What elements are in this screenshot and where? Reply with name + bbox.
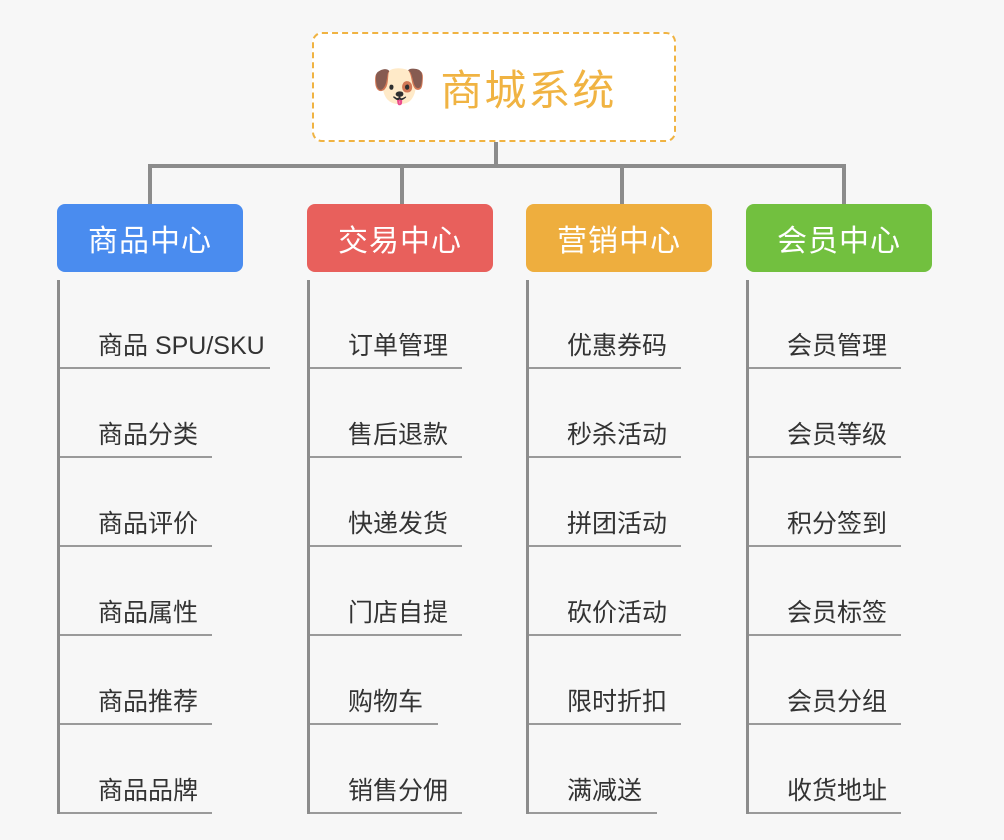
branch-交易中心: 交易中心 订单管理 售后退款 快递发货 门店自提 购物车 xyxy=(307,204,493,814)
leaf-label: 商品品牌 xyxy=(98,777,199,805)
branch-header-label-0: 商品中心 xyxy=(88,225,212,258)
leaf-label: 会员管理 xyxy=(787,332,888,360)
list-item[interactable]: 商品评价 xyxy=(60,458,243,547)
branch-header-0[interactable]: 商品中心 xyxy=(57,204,243,272)
branch-商品中心: 商品中心 商品 SPU/SKU 商品分类 商品评价 商品属性 商品推荐 xyxy=(57,204,270,814)
root-node-title: 商城系统 xyxy=(440,66,617,114)
list-item[interactable]: 商品推荐 xyxy=(60,636,243,725)
leaf-underline xyxy=(529,812,657,814)
list-item[interactable]: 砍价活动 xyxy=(529,547,712,636)
leaf-underline xyxy=(749,723,901,725)
branch-header-3[interactable]: 会员中心 xyxy=(746,204,932,272)
leaf-label: 收货地址 xyxy=(787,777,888,805)
leaf-underline xyxy=(529,367,681,369)
leaf-label: 商品 SPU/SKU xyxy=(98,332,265,360)
list-item[interactable]: 订单管理 xyxy=(310,280,493,369)
branch-header-2[interactable]: 营销中心 xyxy=(526,204,712,272)
leaf-underline xyxy=(310,456,462,458)
list-item[interactable]: 销售分佣 xyxy=(310,725,493,814)
leaf-underline xyxy=(749,812,901,814)
leaf-label: 销售分佣 xyxy=(348,777,449,805)
leaf-underline xyxy=(749,634,901,636)
leaf-label: 商品属性 xyxy=(98,599,199,627)
list-item[interactable]: 秒杀活动 xyxy=(529,369,712,458)
branch-items-3: 会员管理 会员等级 积分签到 会员标签 会员分组 收货地址 xyxy=(746,280,932,814)
leaf-underline xyxy=(749,456,901,458)
leaf-label: 积分签到 xyxy=(787,510,888,538)
branch-header-1[interactable]: 交易中心 xyxy=(307,204,493,272)
leaf-label: 拼团活动 xyxy=(567,510,668,538)
branch-items-0: 商品 SPU/SKU 商品分类 商品评价 商品属性 商品推荐 商品品牌 xyxy=(57,280,270,814)
leaf-label: 商品分类 xyxy=(98,421,199,449)
list-item[interactable]: 会员分组 xyxy=(749,636,932,725)
leaf-label: 秒杀活动 xyxy=(567,421,668,449)
leaf-underline xyxy=(529,545,681,547)
leaf-underline xyxy=(529,634,681,636)
connector-drop-3 xyxy=(842,164,846,206)
list-item[interactable]: 会员等级 xyxy=(749,369,932,458)
leaf-underline xyxy=(529,456,681,458)
leaf-underline xyxy=(60,812,212,814)
connector-root-stem xyxy=(494,142,498,166)
shiba-dog-face-icon: 🐶 xyxy=(371,62,427,111)
list-item[interactable]: 会员管理 xyxy=(749,280,932,369)
connector-drop-1 xyxy=(400,164,404,206)
leaf-underline xyxy=(749,545,901,547)
leaf-label: 会员标签 xyxy=(787,599,888,627)
leaf-label: 快递发货 xyxy=(348,510,449,538)
leaf-underline xyxy=(310,634,462,636)
list-item[interactable]: 商品 SPU/SKU xyxy=(60,280,270,369)
leaf-label: 商品评价 xyxy=(98,510,199,538)
list-item[interactable]: 商品属性 xyxy=(60,547,243,636)
leaf-underline xyxy=(529,723,681,725)
list-item[interactable]: 购物车 xyxy=(310,636,493,725)
list-item[interactable]: 售后退款 xyxy=(310,369,493,458)
list-item[interactable]: 快递发货 xyxy=(310,458,493,547)
leaf-label: 购物车 xyxy=(348,688,424,716)
connector-drop-2 xyxy=(620,164,624,206)
branch-header-label-3: 会员中心 xyxy=(777,225,901,258)
list-item[interactable]: 会员标签 xyxy=(749,547,932,636)
list-item[interactable]: 收货地址 xyxy=(749,725,932,814)
root-node[interactable]: 🐶 商城系统 xyxy=(312,32,676,142)
leaf-label: 售后退款 xyxy=(348,421,449,449)
list-item[interactable]: 商品品牌 xyxy=(60,725,243,814)
branch-items-2: 优惠券码 秒杀活动 拼团活动 砍价活动 限时折扣 满减送 xyxy=(526,280,712,814)
leaf-label: 满减送 xyxy=(567,777,643,805)
branch-header-label-1: 交易中心 xyxy=(338,225,462,258)
list-item[interactable]: 拼团活动 xyxy=(529,458,712,547)
leaf-label: 会员等级 xyxy=(787,421,888,449)
leaf-underline xyxy=(60,545,212,547)
branch-营销中心: 营销中心 优惠券码 秒杀活动 拼团活动 砍价活动 限时折扣 xyxy=(526,204,712,814)
connector-drop-0 xyxy=(148,164,152,206)
leaf-underline xyxy=(749,367,901,369)
connector-bus xyxy=(148,164,846,168)
leaf-underline xyxy=(310,812,462,814)
branch-items-1: 订单管理 售后退款 快递发货 门店自提 购物车 销售分佣 xyxy=(307,280,493,814)
leaf-label: 订单管理 xyxy=(348,332,449,360)
list-item[interactable]: 积分签到 xyxy=(749,458,932,547)
leaf-underline xyxy=(310,545,462,547)
leaf-underline xyxy=(60,456,212,458)
leaf-label: 商品推荐 xyxy=(98,688,199,716)
leaf-underline xyxy=(310,367,462,369)
leaf-label: 会员分组 xyxy=(787,688,888,716)
branch-会员中心: 会员中心 会员管理 会员等级 积分签到 会员标签 会员分组 xyxy=(746,204,932,814)
leaf-underline xyxy=(60,634,212,636)
list-item[interactable]: 限时折扣 xyxy=(529,636,712,725)
leaf-label: 优惠券码 xyxy=(567,332,668,360)
list-item[interactable]: 优惠券码 xyxy=(529,280,712,369)
leaf-label: 限时折扣 xyxy=(567,688,668,716)
leaf-underline xyxy=(310,723,438,725)
list-item[interactable]: 满减送 xyxy=(529,725,712,814)
leaf-label: 砍价活动 xyxy=(567,599,668,627)
list-item[interactable]: 商品分类 xyxy=(60,369,243,458)
list-item[interactable]: 门店自提 xyxy=(310,547,493,636)
leaf-underline xyxy=(60,367,270,369)
branch-header-label-2: 营销中心 xyxy=(557,225,681,258)
leaf-label: 门店自提 xyxy=(348,599,449,627)
leaf-underline xyxy=(60,723,212,725)
